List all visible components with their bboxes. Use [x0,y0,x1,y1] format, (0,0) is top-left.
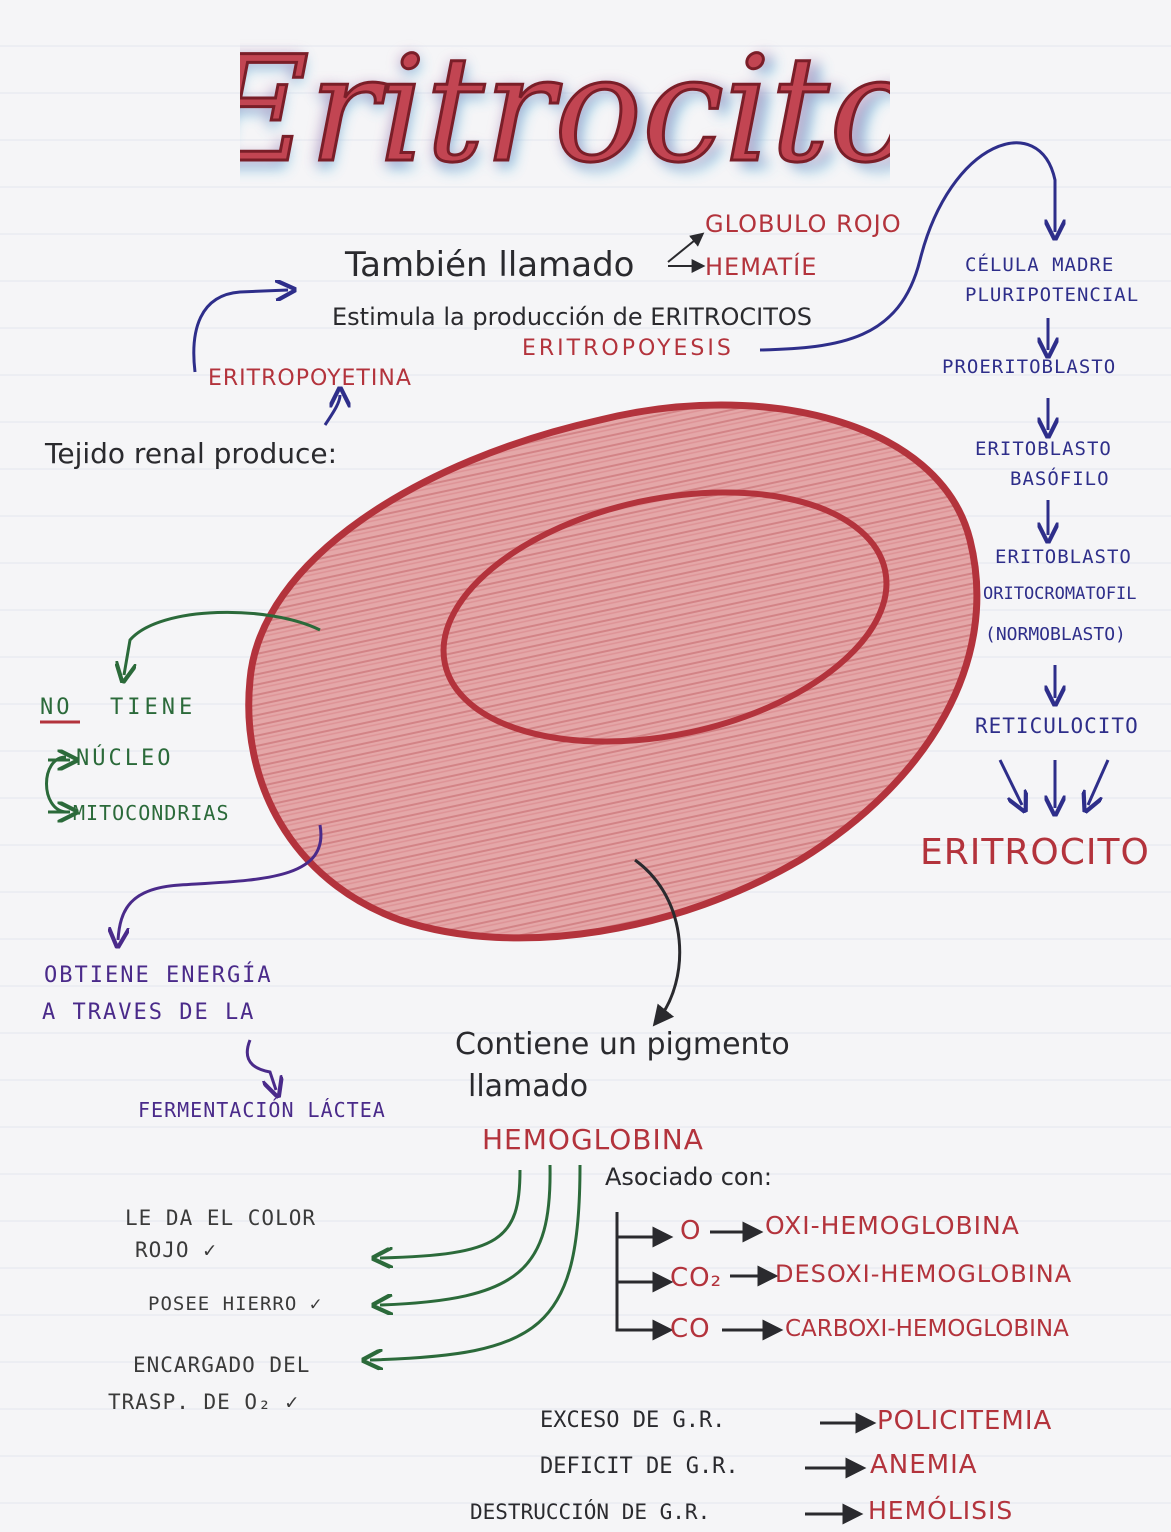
lineage-eritoblasto-ortocromatofilo: ERITOBLASTO [995,548,1132,567]
gas-co2: CO₂ [670,1265,722,1291]
lineage-arrow [1088,760,1108,805]
erythrocyte-cell-drawing [249,405,977,938]
prop-o2-line2: TRASP. DE O₂ ✓ [108,1392,299,1413]
condition-destruccion: DESTRUCCIÓN DE G.R. [470,1502,710,1523]
arrow-renal-to-eritropoyetina [325,395,340,425]
gas-co: CO [670,1316,711,1342]
eritropoyesis-label: ERITROPOYESIS [522,338,734,360]
lineage-reticulocito: RETICULOCITO [975,716,1139,737]
lineage-normoblasto: (NORMOBLASTO) [985,626,1126,644]
alias-globulo-rojo: GLOBULO ROJO [705,212,902,236]
condition-anemia: ANEMIA [870,1452,978,1478]
lineage-ortocromatofilo: ORITOCROMATOFIL [983,586,1137,603]
result-desoxi: DESOXI-HEMOGLOBINA [775,1262,1072,1286]
lineage-proeritoblasto: PROERITOBLASTO [942,358,1116,377]
lineage-basofilo: BASÓFILO [1010,470,1110,489]
condition-deficit: DEFICIT DE G.R. [540,1456,739,1478]
prop-o2-line1: ENCARGADO DEL [133,1355,310,1376]
pigment-line1: Contiene un pigmento [455,1030,790,1060]
prop-iron: POSEE HIERRO ✓ [148,1295,322,1314]
energy-line1: OBTIENE ENERGÍA [44,965,273,987]
no-label: NO [40,697,73,719]
tiene-label: TIENE [110,697,196,719]
pigment-line2: llamado [468,1072,588,1102]
arrow-to-prop-iron [380,1165,550,1305]
energy-result: FERMENTACIÓN LÁCTEA [138,1100,386,1120]
associated-label: Asociado con: [605,1165,772,1189]
condition-hemolisis: HEMÓLISIS [868,1498,1013,1523]
energy-line2: A TRAVES DE LA [42,1002,255,1024]
arrow-to-prop-color [380,1170,520,1258]
no-tiene-mitocondrias: MITOCONDRIAS [73,803,230,823]
bracket-no-tiene [47,757,67,812]
result-oxi: OXI-HEMOGLOBINA [765,1213,1020,1238]
condition-exceso: EXCESO DE G.R. [540,1410,725,1432]
lineage-stem-cell-2: PLURIPOTENCIAL [965,286,1139,305]
renal-text: Tejido renal produce: [45,440,337,468]
condition-policitemia: POLICITEMIA [877,1408,1052,1434]
lineage-stem-cell: CÉLULA MADRE [965,256,1114,275]
prop-color-line2: ROJO ✓ [135,1240,217,1261]
stimulates-text: Estimula la producción de ERITROCITOS [332,305,812,329]
lineage-arrow [1000,760,1022,805]
no-tiene-nucleo: NÚCLEO [76,748,173,770]
hemoglobina-label: HEMOGLOBINA [482,1126,704,1154]
result-carboxi: CARBOXI-HEMOGLOBINA [785,1318,1069,1341]
eritropoyetina-label: ERITROPOYETINA [208,368,412,390]
arrow-eritropoyetina-to-stimulates [194,290,288,372]
cell-outer-membrane [249,405,977,938]
lineage-eritoblasto-basofilo: ERITOBLASTO [975,440,1112,459]
gas-o: O [680,1218,701,1244]
arrow-energy-to-fermentation [247,1040,276,1090]
lineage-eritrocito: ERITROCITO [920,835,1150,871]
prop-color-line1: LE DA EL COLOR [125,1208,316,1229]
bracket-associated [617,1212,660,1330]
also-called-lead: También llamado [345,248,634,282]
alias-hematie: HEMATÍE [705,255,817,279]
